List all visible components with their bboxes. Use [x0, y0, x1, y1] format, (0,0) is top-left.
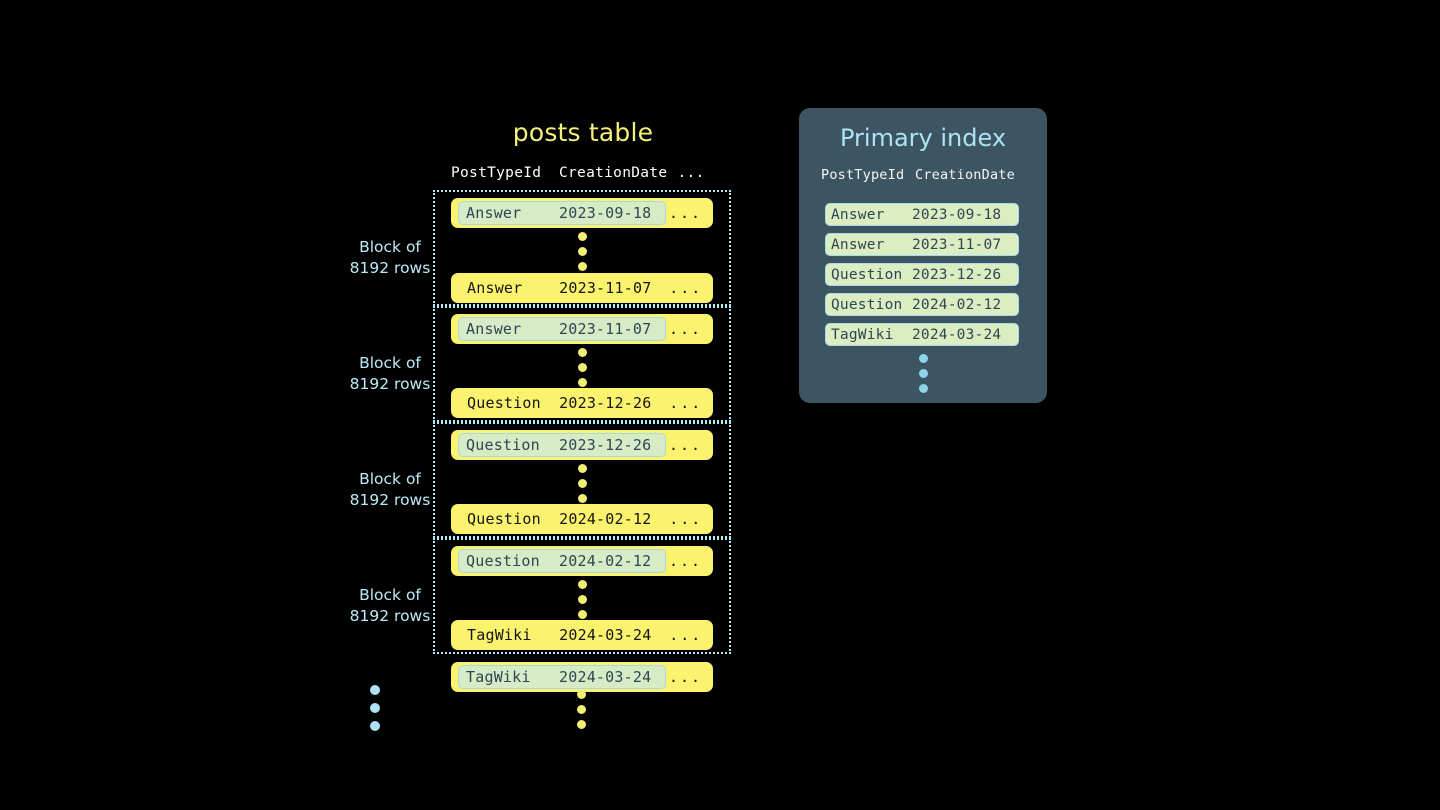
primary-index-column-headers: PostTypeId CreationDate: [821, 167, 1027, 183]
row-ellipsis-dots: [577, 348, 587, 387]
column-header-creation-date: CreationDate: [559, 165, 668, 181]
primary-index-title: Primary index: [839, 124, 1007, 152]
posts-table-title: posts table: [512, 118, 654, 147]
cell-creation-date: 2023-12-26: [559, 436, 652, 454]
table-row: Answer 2023-09-18 ...: [451, 198, 713, 228]
index-cell-post-type-id: Answer: [831, 206, 885, 223]
block-1-label: Block of 8192 rows: [330, 237, 450, 279]
table-row: Question 2023-12-26 ...: [451, 430, 713, 460]
cell-more: ...: [669, 279, 703, 297]
block-2-label: Block of 8192 rows: [330, 353, 450, 395]
cell-creation-date: 2024-03-24: [559, 626, 652, 644]
primary-index-rows: Answer 2023-09-18 Answer 2023-11-07 Ques…: [825, 203, 1019, 353]
cell-post-type-id: Question: [467, 510, 541, 528]
block-1-label-line2: 8192 rows: [349, 259, 431, 277]
table-row: Question 2023-12-26 ...: [451, 388, 713, 418]
index-cell-creation-date: 2024-02-12: [912, 296, 1002, 313]
index-column-header-post-type-id: PostTypeId: [821, 167, 905, 183]
index-row: Answer 2023-09-18: [825, 203, 1019, 226]
index-row: Question 2024-02-12: [825, 293, 1019, 316]
cell-post-type-id: Answer: [466, 320, 522, 338]
block-3-label-line2: 8192 rows: [349, 491, 431, 509]
block-1: [433, 190, 731, 306]
block-1-label-line1: Block of: [359, 238, 421, 256]
block-3: [433, 422, 731, 538]
cell-creation-date: 2024-02-12: [559, 552, 652, 570]
cell-post-type-id: Answer: [466, 204, 522, 222]
cell-post-type-id: Question: [466, 436, 540, 454]
block-2: [433, 306, 731, 422]
index-cell-creation-date: 2023-09-18: [912, 206, 1002, 223]
blocks-continuation-ellipsis-dots: [370, 685, 380, 731]
column-header-more: ...: [677, 165, 705, 181]
table-row: Question 2024-02-12 ...: [451, 504, 713, 534]
row-highlight-box: Answer 2023-11-07: [458, 317, 666, 341]
row-highlight-box: Question 2024-02-12: [458, 549, 666, 573]
cell-creation-date: 2023-11-07: [559, 279, 652, 297]
cell-creation-date: 2024-03-24: [559, 668, 652, 686]
cell-more: ...: [669, 626, 703, 644]
index-cell-creation-date: 2023-11-07: [912, 236, 1002, 253]
primary-index-panel: Primary index PostTypeId CreationDate An…: [799, 108, 1047, 403]
block-4: [433, 538, 731, 654]
table-row-trailing: TagWiki 2024-03-24 ...: [451, 662, 713, 692]
index-cell-post-type-id: Question: [831, 296, 903, 313]
cell-post-type-id: TagWiki: [466, 668, 531, 686]
block-3-label: Block of 8192 rows: [330, 469, 450, 511]
cell-more: ...: [668, 552, 703, 570]
cell-creation-date: 2023-09-18: [559, 204, 652, 222]
block-4-label: Block of 8192 rows: [330, 585, 450, 627]
block-2-label-line2: 8192 rows: [349, 375, 431, 393]
cell-creation-date: 2023-12-26: [559, 394, 652, 412]
row-highlight-box: Answer 2023-09-18: [458, 201, 666, 225]
cell-post-type-id: Question: [467, 394, 541, 412]
column-header-post-type-id: PostTypeId: [451, 165, 542, 181]
posts-table-diagram: posts table PostTypeId CreationDate ... …: [330, 118, 740, 738]
row-ellipsis-dots: [577, 580, 587, 619]
row-highlight-box: TagWiki 2024-03-24: [458, 665, 666, 689]
posts-table-column-headers: PostTypeId CreationDate ...: [451, 165, 733, 181]
cell-more: ...: [668, 204, 703, 222]
cell-more: ...: [668, 436, 703, 454]
cell-more: ...: [669, 510, 703, 528]
table-row: TagWiki 2024-03-24 ...: [451, 620, 713, 650]
cell-more: ...: [669, 394, 703, 412]
cell-post-type-id: TagWiki: [467, 626, 532, 644]
index-row: TagWiki 2024-03-24: [825, 323, 1019, 346]
index-cell-creation-date: 2023-12-26: [912, 266, 1002, 283]
row-ellipsis-dots: [577, 464, 587, 503]
cell-creation-date: 2023-11-07: [559, 320, 652, 338]
index-row: Question 2023-12-26: [825, 263, 1019, 286]
index-row: Answer 2023-11-07: [825, 233, 1019, 256]
index-cell-post-type-id: Answer: [831, 236, 885, 253]
block-4-label-line1: Block of: [359, 586, 421, 604]
cell-post-type-id: Question: [466, 552, 540, 570]
block-4-label-line2: 8192 rows: [349, 607, 431, 625]
cell-more: ...: [668, 320, 703, 338]
index-ellipsis-dots: [799, 354, 1047, 393]
table-bottom-ellipsis-dots: [577, 690, 586, 729]
table-row: Answer 2023-11-07 ...: [451, 314, 713, 344]
index-cell-post-type-id: TagWiki: [831, 326, 894, 343]
table-row: Answer 2023-11-07 ...: [451, 273, 713, 303]
row-ellipsis-dots: [577, 232, 587, 271]
block-3-label-line1: Block of: [359, 470, 421, 488]
cell-post-type-id: Answer: [467, 279, 523, 297]
index-cell-post-type-id: Question: [831, 266, 903, 283]
table-row: Question 2024-02-12 ...: [451, 546, 713, 576]
cell-more: ...: [668, 668, 703, 686]
row-highlight-box: Question 2023-12-26: [458, 433, 666, 457]
index-cell-creation-date: 2024-03-24: [912, 326, 1002, 343]
index-column-header-creation-date: CreationDate: [915, 167, 1015, 183]
block-2-label-line1: Block of: [359, 354, 421, 372]
cell-creation-date: 2024-02-12: [559, 510, 652, 528]
